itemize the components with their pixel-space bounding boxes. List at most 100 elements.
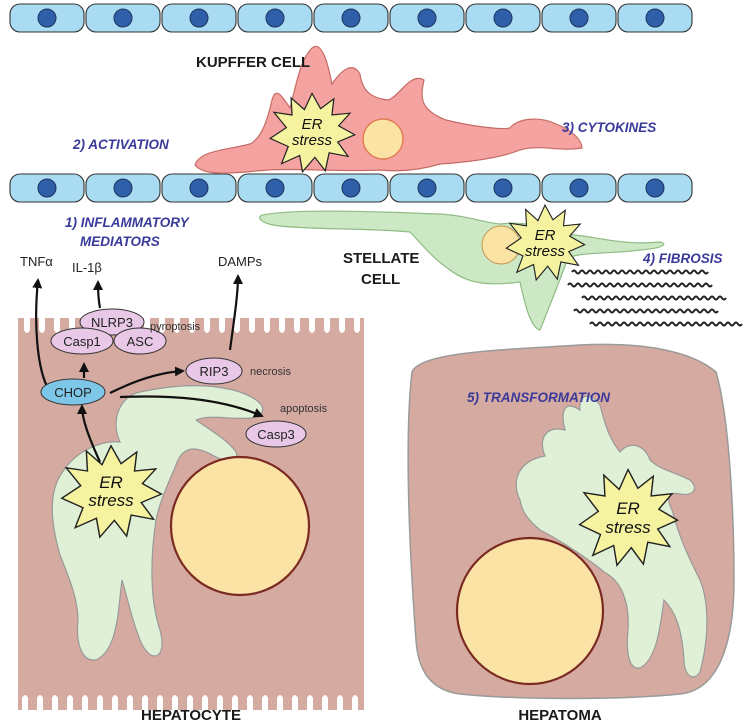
- er-label: ER: [99, 473, 123, 492]
- step-transformation-label: 5) TRANSFORMATION: [467, 390, 610, 405]
- stress-label: stress: [605, 518, 651, 537]
- chop-node: CHOP: [40, 378, 106, 406]
- endothelial-cell: [617, 3, 693, 33]
- microvillus: [52, 695, 58, 710]
- microvillus: [204, 318, 210, 333]
- nlrp3-label: NLRP3: [91, 315, 133, 330]
- microvillus: [112, 695, 118, 710]
- pyroptosis-label: pyroptosis: [150, 321, 201, 333]
- collagen-fiber: [589, 321, 743, 327]
- endothelial-cell: [9, 3, 85, 33]
- hepatoma-cell: ER stress: [407, 343, 735, 700]
- nlrp3-node: NLRP3: [79, 308, 145, 336]
- endoplasmic-reticulum: [51, 385, 264, 661]
- microvillus: [22, 695, 28, 710]
- casp3-node: Casp3: [245, 420, 307, 448]
- stress-label: stress: [525, 243, 566, 260]
- microvillus: [37, 695, 43, 710]
- microvillus: [54, 318, 60, 333]
- microvillus: [352, 695, 358, 710]
- casp1-node: Casp1: [50, 327, 114, 355]
- microvillus: [262, 695, 268, 710]
- collagen-fiber: [567, 282, 713, 288]
- microvillus: [127, 695, 133, 710]
- microvillus: [249, 318, 255, 333]
- endothelial-cell: [541, 3, 617, 33]
- microvillus: [189, 318, 195, 333]
- il1b-label: IL-1β: [72, 260, 102, 275]
- microvillus: [247, 695, 253, 710]
- stress-label: stress: [88, 491, 134, 510]
- endothelial-cell: [313, 3, 389, 33]
- microvillus: [172, 695, 178, 710]
- microvillus: [24, 318, 30, 333]
- microvillus: [307, 695, 313, 710]
- microvillus: [234, 318, 240, 333]
- stellate-cell: ER stress: [259, 204, 665, 331]
- endothelial-cell: [161, 173, 237, 203]
- endothelial-cell: [465, 173, 541, 203]
- endothelial-cell: [541, 173, 617, 203]
- necrosis-label: necrosis: [250, 366, 291, 378]
- apoptosis-label: apoptosis: [280, 403, 328, 415]
- microvillus: [142, 695, 148, 710]
- microvillus: [337, 695, 343, 710]
- hepatoma-nucleus: [455, 536, 605, 686]
- rip3-node: RIP3: [185, 357, 243, 385]
- hepatocyte-label: HEPATOCYTE: [141, 707, 241, 724]
- microvillus: [324, 318, 330, 333]
- hepatocyte-nucleus: [169, 455, 311, 597]
- collagen-fibers: [567, 269, 743, 327]
- step-inflammatory-label-line1: 1) INFLAMMATORY: [65, 215, 191, 230]
- signaling-arrows: [32, 274, 264, 463]
- microvillus: [187, 695, 193, 710]
- endothelial-cell: [313, 173, 389, 203]
- casp1-label: Casp1: [63, 334, 101, 349]
- endothelium-top: [9, 3, 693, 33]
- damps-label: DAMPs: [218, 254, 263, 269]
- microvillus: [67, 695, 73, 710]
- endothelium-middle: [9, 173, 693, 203]
- microvillus: [264, 318, 270, 333]
- kupffer-cell-label: KUPFFER CELL: [196, 54, 310, 71]
- er-label: ER: [535, 227, 556, 244]
- casp3-label: Casp3: [257, 427, 295, 442]
- chop-label: CHOP: [54, 385, 92, 400]
- kupffer-nucleus: [362, 118, 404, 160]
- step-fibrosis-label: 4) FIBROSIS: [642, 251, 723, 266]
- microvillus: [219, 318, 225, 333]
- microvillus: [294, 318, 300, 333]
- stellate-cell-label-line1: STELLATE: [343, 250, 419, 267]
- microvillus: [322, 695, 328, 710]
- microvillus: [202, 695, 208, 710]
- stress-label: stress: [292, 132, 333, 149]
- microvillus: [82, 695, 88, 710]
- rip3-label: RIP3: [200, 364, 229, 379]
- step-activation-label: 2) ACTIVATION: [72, 137, 169, 152]
- asc-label: ASC: [127, 334, 154, 349]
- endothelial-cell: [9, 173, 85, 203]
- microvillus: [39, 318, 45, 333]
- endothelial-cell: [617, 173, 693, 203]
- endothelial-cell: [85, 173, 161, 203]
- endothelial-cell: [85, 3, 161, 33]
- microvillus: [354, 318, 360, 333]
- step-inflammatory-label-line2: MEDIATORS: [80, 234, 160, 249]
- hepatoma-label: HEPATOMA: [518, 707, 602, 724]
- er-label: ER: [616, 499, 640, 518]
- microvillus: [279, 318, 285, 333]
- stellate-cell-label-line2: CELL: [361, 271, 400, 288]
- microvillus: [292, 695, 298, 710]
- er-label: ER: [302, 116, 323, 133]
- tnf-alpha-label: TNFα: [20, 254, 53, 269]
- microvillus: [277, 695, 283, 710]
- collagen-fiber: [573, 308, 719, 314]
- microvillus: [174, 318, 180, 333]
- endothelial-cell: [237, 173, 313, 203]
- microvillus: [97, 695, 103, 710]
- asc-node: ASC: [113, 327, 167, 355]
- microvillus: [232, 695, 238, 710]
- endothelial-cell: [237, 3, 313, 33]
- endothelial-cell: [389, 3, 465, 33]
